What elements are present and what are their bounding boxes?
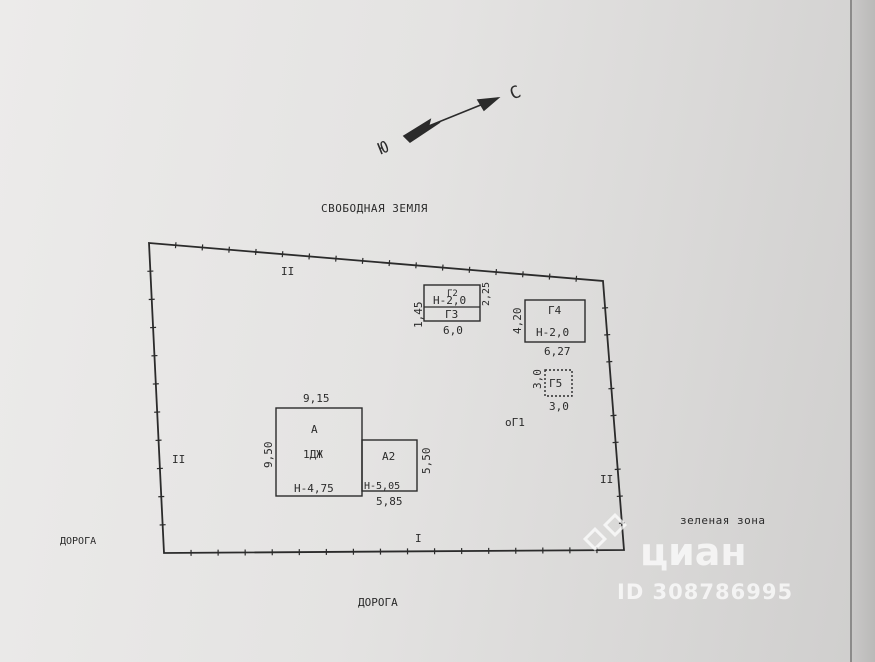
building-G4-width: 6,27: [544, 345, 571, 358]
building-G4-name: Г4: [548, 304, 562, 317]
boundary-tick: [548, 273, 551, 280]
label-free-land: СВОБОДНАЯ ЗЕМЛЯ: [321, 202, 428, 215]
building-G4-height: Н-2,0: [536, 326, 569, 339]
building-A-use: 1ДЖ: [303, 448, 323, 461]
boundary-tick: [575, 275, 578, 282]
building-A2-width: 5,85: [376, 495, 403, 508]
building-A-width: 9,15: [303, 392, 330, 405]
side-label-top: II: [281, 265, 294, 278]
building-A-depth: 9,50: [262, 442, 275, 469]
compass-north-label: С: [507, 82, 524, 104]
building-A2-height: Н-5,05: [364, 481, 400, 492]
building-G5-width: 3,0: [549, 400, 569, 413]
cian-logo-icon: [582, 510, 642, 570]
compass: [402, 96, 501, 144]
building-A2-name: А2: [382, 450, 395, 463]
boundary-tick: [228, 246, 230, 253]
boundary-tick: [335, 255, 337, 262]
side-label-left: II: [172, 453, 185, 466]
building-G5-name: Г5: [549, 377, 562, 390]
building-G2-height: Н-2,0: [433, 294, 466, 307]
building-G2-G3: [423, 284, 481, 322]
building-G3-depth: 1,45: [412, 302, 425, 329]
boundary-tick: [495, 269, 498, 276]
building-G4: [524, 299, 586, 343]
building-A2-depth: 5,50: [420, 448, 433, 475]
side-label-bottom: I: [415, 532, 422, 545]
boundary-tick: [522, 271, 524, 278]
building-G5: [544, 369, 573, 397]
building-G5-depth: 3,0: [531, 369, 544, 389]
compass-south-label: Ю: [375, 137, 391, 158]
building-A2: [361, 439, 418, 492]
side-label-right: II: [600, 473, 613, 486]
building-G3-width: 6,0: [443, 324, 463, 337]
building-G3-name: Г3: [445, 308, 458, 321]
building-G2-name: Г2: [447, 289, 458, 299]
label-road-left: ДОРОГА: [60, 536, 96, 547]
compass-south-arrowhead: [402, 118, 441, 144]
compass-north-arrowhead: [476, 96, 501, 112]
boundary-tick: [388, 260, 391, 267]
boundary-tick: [308, 253, 311, 260]
boundary-tick: [281, 251, 284, 258]
building-G2-side: 2,25: [481, 282, 492, 306]
boundary-tick: [441, 264, 444, 271]
boundary-tick: [415, 262, 417, 269]
watermark-brand: циан: [640, 530, 747, 574]
building-A-name: А: [311, 423, 318, 436]
paper-edge: [850, 0, 875, 662]
boundary-tick: [254, 248, 257, 255]
boundary-tick: [361, 257, 364, 264]
watermark-id: ID 308786995: [617, 580, 794, 604]
label-green-zone: зеленая зона: [680, 514, 765, 527]
building-A-height: Н-4,75: [294, 482, 334, 495]
plot-boundary: [148, 242, 625, 554]
point-G1: оГ1: [505, 416, 525, 429]
boundary-tick: [468, 266, 471, 273]
boundary-tick: [201, 244, 204, 251]
boundary-tick: [174, 242, 177, 249]
label-road-bottom: ДОРОГА: [358, 596, 398, 609]
building-G4-depth: 4,20: [511, 308, 524, 335]
